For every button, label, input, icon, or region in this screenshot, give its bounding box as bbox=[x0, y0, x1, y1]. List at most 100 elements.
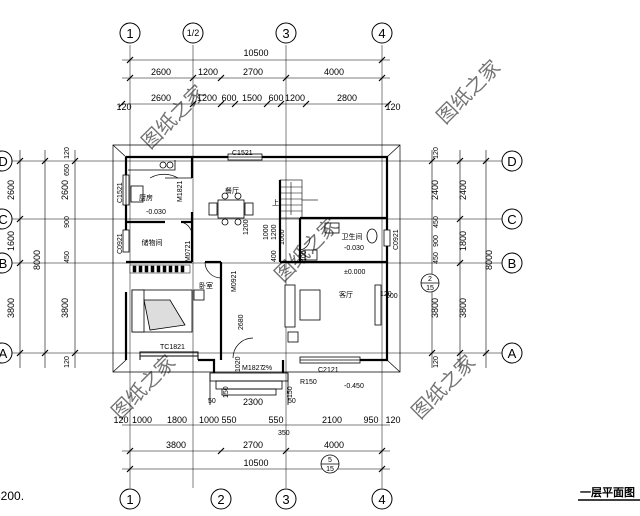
radius-label: R150 bbox=[300, 379, 317, 386]
bay-window bbox=[139, 351, 199, 360]
door-label: M1821 bbox=[177, 180, 184, 202]
axis-right-D bbox=[501, 150, 523, 172]
axis-label: D bbox=[507, 154, 516, 169]
axis-top-1 bbox=[119, 22, 141, 44]
dim-right-small: 900 bbox=[433, 235, 440, 247]
axis-top-3 bbox=[275, 22, 297, 44]
room-dining: 餐厅 bbox=[225, 186, 239, 195]
wall-dim: 350 bbox=[278, 430, 290, 437]
detail-number: 5 bbox=[328, 457, 332, 464]
axis-bottom-3 bbox=[275, 488, 297, 510]
dim-left-small: 650 bbox=[64, 164, 71, 176]
axis-right-B bbox=[501, 252, 523, 274]
window-label: C1521 bbox=[117, 182, 124, 203]
stair-dim: 1000 bbox=[263, 224, 270, 240]
dim-bottom-total: 10500 bbox=[243, 458, 268, 468]
wall-dim: 50 bbox=[208, 398, 216, 405]
dimension-ticks bbox=[16, 56, 490, 473]
slope-label: 2% bbox=[262, 365, 272, 372]
bathroom-fixtures bbox=[304, 222, 378, 261]
dim-right-r2: 3800 bbox=[458, 298, 468, 318]
watermark: 图纸之家 bbox=[270, 214, 343, 287]
watermark: 图纸之家 bbox=[432, 56, 505, 129]
door-label: M1827 bbox=[242, 365, 264, 372]
dim-left-small: 120 bbox=[64, 147, 71, 159]
stair-dim: 1200 bbox=[243, 219, 250, 235]
wall-dim: 120 bbox=[380, 291, 392, 298]
axis-label: 1 bbox=[126, 26, 133, 41]
level-label: -0.030 bbox=[344, 245, 364, 252]
door-label: M0921 bbox=[231, 270, 238, 292]
dim-bottom-r2: 2700 bbox=[243, 440, 263, 450]
window-label: C2121 bbox=[318, 367, 339, 374]
dim-bottom-r1: 550 bbox=[221, 415, 236, 425]
wall-dim: 2680 bbox=[238, 314, 245, 330]
dim-top-r2: 600 bbox=[268, 93, 283, 103]
room-kitchen: 厨房 bbox=[139, 193, 153, 202]
dim-bottom-r1: 120 bbox=[385, 415, 400, 425]
wall-dim: 150 bbox=[287, 386, 294, 398]
staircase bbox=[279, 179, 318, 219]
axis-left-D bbox=[0, 150, 13, 172]
axis-label: B bbox=[508, 256, 517, 271]
dim-right-r1: 3800 bbox=[430, 298, 440, 318]
dim-bottom-r1: 950 bbox=[363, 415, 378, 425]
storage-shelves bbox=[129, 264, 191, 274]
dim-left-r2: 2600 bbox=[60, 180, 70, 200]
level-label: -0.030 bbox=[146, 209, 166, 216]
dim-right-small: 120 bbox=[433, 147, 440, 159]
entrance-steps bbox=[209, 372, 289, 405]
door-swings bbox=[149, 173, 311, 359]
dim-left-r1: 1600 bbox=[6, 231, 16, 251]
axis-bottom-1 bbox=[119, 488, 141, 510]
dim-left-small: 900 bbox=[64, 216, 71, 228]
detail-number: 2 bbox=[428, 276, 432, 283]
left-edge-text: 3200. bbox=[0, 489, 24, 503]
axis-grid-lines bbox=[12, 45, 508, 488]
dim-top-r2: 1200 bbox=[285, 93, 305, 103]
dim-top-r2: 120 bbox=[385, 102, 400, 112]
dim-right-r2: 1800 bbox=[458, 231, 468, 251]
window-label: C0921 bbox=[393, 229, 400, 250]
room-living: 客厅 bbox=[339, 290, 353, 299]
dim-bottom-r1: 550 bbox=[268, 415, 283, 425]
level-label: ±0.000 bbox=[344, 269, 365, 276]
dim-top-r2: 2600 bbox=[151, 93, 171, 103]
stair-dim: 400 bbox=[301, 250, 308, 262]
wall-dim: 150 bbox=[223, 386, 230, 398]
level-label: -0.450 bbox=[344, 383, 364, 390]
axis-label: 4 bbox=[378, 26, 385, 41]
dim-right-r2: 2400 bbox=[458, 180, 468, 200]
dim-bottom-r1: 1000 bbox=[132, 415, 152, 425]
room-bathroom: 卫生间 bbox=[342, 232, 363, 241]
dim-right-small: 450 bbox=[433, 252, 440, 264]
dim-bottom-r1: 2300 bbox=[243, 397, 263, 407]
axis-label: A bbox=[0, 346, 8, 361]
dim-top-r2: 600 bbox=[221, 93, 236, 103]
axis-label: 1/2 bbox=[187, 28, 200, 38]
dim-left-small: 120 bbox=[64, 356, 71, 368]
dim-bottom-r1: 1000 bbox=[199, 415, 219, 425]
watermark: 图纸之家 bbox=[107, 351, 180, 424]
dim-left-total: 8000 bbox=[32, 250, 42, 270]
room-storage: 储物间 bbox=[142, 238, 163, 247]
axis-right-C bbox=[501, 208, 523, 230]
axis-bubbles bbox=[0, 22, 523, 510]
window-label: C1521 bbox=[232, 150, 253, 157]
dim-left-r1: 2600 bbox=[6, 180, 16, 200]
door-label: M0721 bbox=[185, 240, 192, 262]
axis-label: A bbox=[508, 346, 517, 361]
dim-left-r2: 3800 bbox=[60, 298, 70, 318]
dim-bottom-r1: 1800 bbox=[167, 415, 187, 425]
dim-top-r2: 120 bbox=[116, 102, 131, 112]
roof-eave-outline bbox=[112, 144, 401, 373]
axis-label: 4 bbox=[378, 492, 385, 507]
axis-top-4 bbox=[371, 22, 393, 44]
axis-label: C bbox=[507, 212, 516, 227]
stair-up-label: 上 bbox=[272, 198, 279, 207]
axis-top-1-2 bbox=[182, 22, 204, 44]
dim-top-r2: 2800 bbox=[337, 93, 357, 103]
living-furniture bbox=[284, 284, 382, 343]
axis-label: D bbox=[0, 154, 8, 169]
